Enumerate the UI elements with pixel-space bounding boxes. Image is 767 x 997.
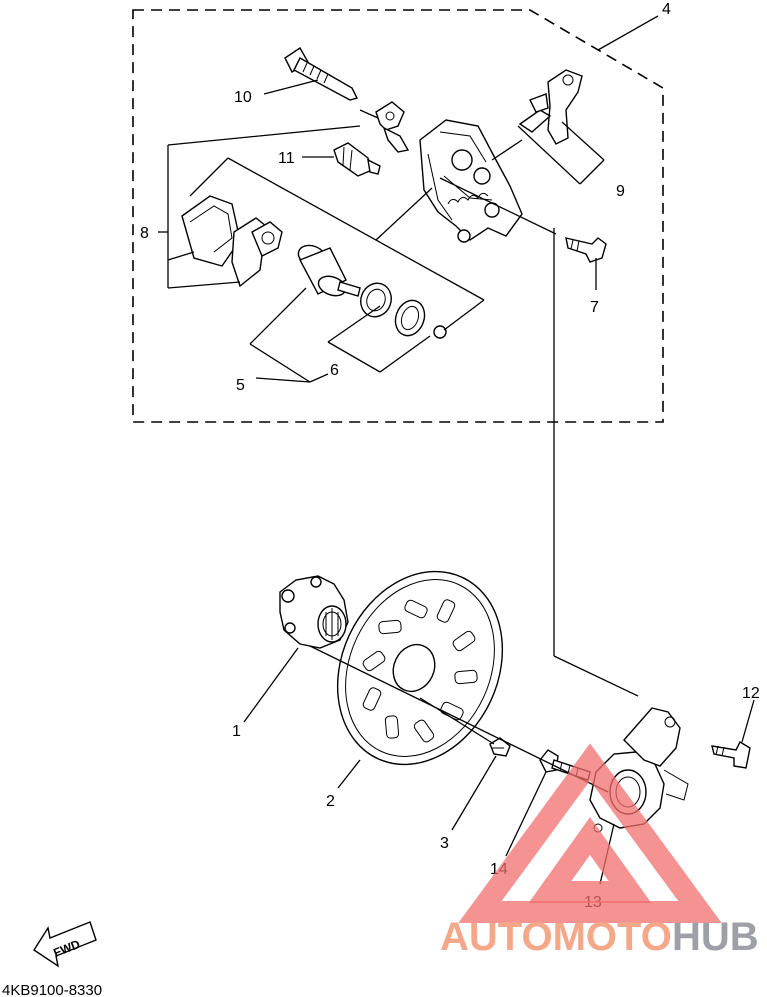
fwd-arrow-icon: FWD — [33, 921, 97, 968]
callout-6: 6 — [330, 362, 339, 379]
watermark-triangle-icon — [458, 743, 722, 923]
part-11-bleeder — [333, 142, 381, 177]
callout-9: 9 — [616, 183, 625, 200]
callout-4: 4 — [662, 1, 671, 18]
callout-11: 11 — [278, 150, 295, 167]
retaining-clip — [375, 101, 410, 153]
part-7-bolt — [565, 237, 607, 263]
part-9-bracket — [518, 69, 583, 145]
part-6-seals — [360, 282, 447, 339]
part-10-slide-pin — [284, 47, 359, 101]
part-12-bolt — [711, 741, 751, 769]
part-3-bolt — [489, 737, 511, 757]
diagram-code: 4KB9100-8330 — [2, 982, 102, 997]
part-2-brake-disc — [336, 570, 504, 766]
part-8-brake-pads — [181, 195, 283, 288]
assembly-line-lower — [309, 645, 609, 793]
caliper-body — [419, 119, 523, 243]
callout-5: 5 — [236, 377, 245, 394]
connection-line — [553, 228, 639, 697]
watermark-text-primary: AUTOMOTO — [440, 915, 672, 959]
callout-12: 12 — [742, 685, 760, 702]
part-1-hub — [279, 575, 349, 649]
caliper-assembly-outline — [132, 9, 664, 423]
callout-7: 7 — [590, 299, 599, 316]
watermark-text-secondary: HUB — [672, 915, 759, 959]
watermark: AUTOMOTO HUB — [440, 743, 759, 959]
callout-3: 3 — [440, 835, 449, 852]
callout-10: 10 — [234, 89, 252, 106]
callout-leaders — [158, 15, 755, 885]
part-5-piston — [297, 244, 361, 297]
callout-1: 1 — [232, 723, 241, 740]
assembly-lines-upper — [189, 109, 557, 331]
callout-8: 8 — [140, 225, 149, 242]
callout-2: 2 — [326, 793, 335, 810]
